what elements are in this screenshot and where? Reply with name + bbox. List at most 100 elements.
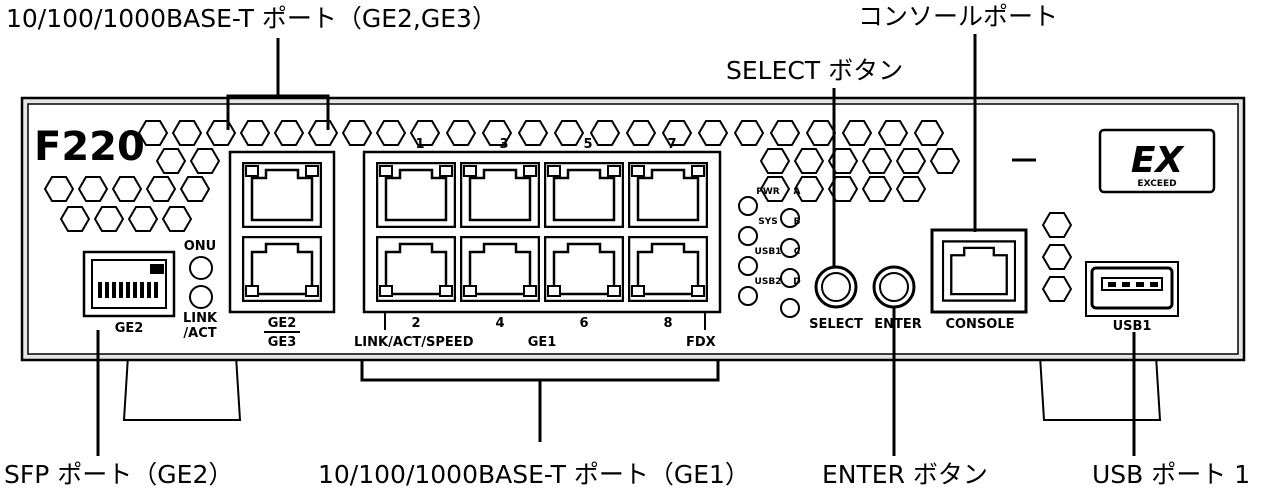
vent-hex bbox=[44, 176, 74, 202]
ge2-label: GE2 bbox=[268, 316, 297, 331]
port-led bbox=[439, 165, 453, 177]
vent-hex bbox=[376, 120, 406, 146]
model-name: F220 bbox=[34, 124, 145, 170]
link-act-label-1: LINK bbox=[183, 311, 218, 326]
led-label: PWR bbox=[756, 187, 780, 197]
led-indicator-icon bbox=[738, 256, 758, 276]
vent-hex bbox=[240, 120, 270, 146]
led-label: USB1 bbox=[755, 247, 782, 257]
vent-hex bbox=[896, 148, 926, 174]
led-label: C bbox=[794, 247, 801, 257]
port-number-top: 3 bbox=[499, 137, 508, 152]
fdx-label: FDX bbox=[686, 335, 716, 350]
port-number-bottom: 8 bbox=[663, 316, 672, 331]
sfp-port[interactable] bbox=[82, 250, 176, 318]
ge1-port-7[interactable] bbox=[628, 162, 708, 228]
vent-hex bbox=[308, 120, 338, 146]
select-button[interactable] bbox=[814, 265, 858, 309]
ge1-port-6[interactable] bbox=[544, 236, 624, 302]
link-act-speed-label: LINK/ACT/SPEED bbox=[354, 335, 474, 350]
vent-hex bbox=[78, 176, 108, 202]
led-indicator-icon bbox=[738, 226, 758, 246]
vent-hex bbox=[842, 120, 872, 146]
ge1-port-1[interactable] bbox=[376, 162, 456, 228]
led-indicator-icon bbox=[738, 286, 758, 306]
leader-lines bbox=[96, 34, 1136, 456]
callout-select-button: SELECT ボタン bbox=[726, 56, 904, 85]
vent-hex bbox=[1042, 212, 1072, 238]
vent-hex bbox=[626, 120, 656, 146]
ge1-port-5[interactable] bbox=[544, 162, 624, 228]
vent-hex bbox=[930, 148, 960, 174]
vent-hex bbox=[1042, 244, 1072, 270]
port-led bbox=[523, 165, 537, 177]
brand-logo: EX EXCEED bbox=[1098, 128, 1216, 194]
console-port[interactable] bbox=[930, 228, 1028, 314]
device-feet bbox=[122, 355, 1162, 421]
callout-ge1-ports: 10/100/1000BASE-T ポート（GE1） bbox=[318, 460, 750, 489]
vent-hex bbox=[60, 206, 90, 232]
port-led bbox=[463, 285, 477, 297]
port-led bbox=[547, 285, 561, 297]
brand-logo-text: EX bbox=[1131, 140, 1186, 181]
port-led bbox=[631, 285, 645, 297]
select-label: SELECT bbox=[809, 317, 863, 332]
port-number-bottom: 6 bbox=[579, 316, 588, 331]
led-indicator-icon bbox=[780, 298, 800, 318]
vent-hex bbox=[554, 120, 584, 146]
callout-ge2-ge3-ports: 10/100/1000BASE-T ポート（GE2,GE3） bbox=[6, 4, 497, 33]
link-act-label-2: /ACT bbox=[183, 326, 216, 341]
ge2-ge3-port-block bbox=[228, 150, 336, 314]
vent-hex bbox=[162, 206, 192, 232]
ge1-port-block bbox=[362, 150, 722, 314]
led-label: SYS bbox=[758, 217, 777, 227]
port-led bbox=[547, 165, 561, 177]
port-number-top: 1 bbox=[415, 137, 424, 152]
vent-hex bbox=[190, 148, 220, 174]
led-indicator-icon bbox=[780, 268, 800, 288]
ge3-label: GE3 bbox=[268, 335, 297, 350]
led-indicator-icon bbox=[738, 196, 758, 216]
usb-a-port-icon bbox=[1101, 277, 1163, 291]
led-label: B bbox=[794, 217, 801, 227]
port-led bbox=[631, 165, 645, 177]
console-label: CONSOLE bbox=[945, 317, 1014, 332]
enter-label: ENTER bbox=[874, 317, 922, 332]
vent-hex bbox=[172, 120, 202, 146]
vent-hex bbox=[878, 120, 908, 146]
sfp-cage-icon bbox=[98, 282, 158, 298]
port-number-bottom: 2 bbox=[411, 316, 420, 331]
vent-hex bbox=[896, 176, 926, 202]
led-label: USB2 bbox=[755, 277, 782, 287]
vent-hex bbox=[770, 120, 800, 146]
port-led bbox=[463, 165, 477, 177]
ge1-port-8[interactable] bbox=[628, 236, 708, 302]
led-label: A bbox=[794, 187, 801, 197]
vent-hex bbox=[206, 120, 236, 146]
led-indicator-icon bbox=[780, 238, 800, 258]
ge1-port-4[interactable] bbox=[460, 236, 540, 302]
vent-hex bbox=[180, 176, 210, 202]
vent-hex bbox=[342, 120, 372, 146]
led-label: D bbox=[793, 277, 800, 287]
port-led bbox=[523, 285, 537, 297]
enter-button[interactable] bbox=[872, 265, 916, 309]
brand-sub-text: EXCEED bbox=[1137, 179, 1176, 189]
port-led bbox=[439, 285, 453, 297]
vent-hex bbox=[146, 176, 176, 202]
vent-hex bbox=[156, 148, 186, 174]
port-led bbox=[379, 165, 393, 177]
ge1-label: GE1 bbox=[528, 335, 557, 350]
status-led-group: PWR A SYS B USB1 C USB2 D bbox=[738, 187, 801, 318]
vent-hex bbox=[698, 120, 728, 146]
callout-console-port: コンソールポート bbox=[858, 2, 1059, 31]
usb-port[interactable] bbox=[1085, 261, 1179, 317]
port-led bbox=[379, 285, 393, 297]
ge1-port-3[interactable] bbox=[460, 162, 540, 228]
vent-hex bbox=[446, 120, 476, 146]
vent-hex bbox=[760, 148, 790, 174]
vent-hex bbox=[806, 120, 836, 146]
port-led bbox=[607, 285, 621, 297]
ge1-port-2[interactable] bbox=[376, 236, 456, 302]
